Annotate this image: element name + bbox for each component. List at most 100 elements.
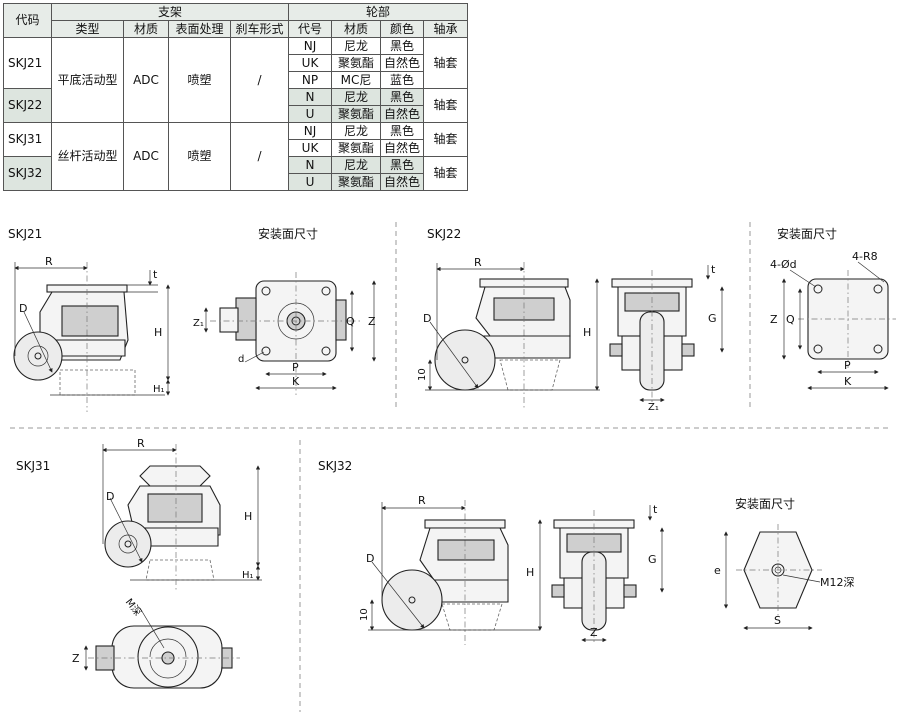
skj21-top-view: Z₁ d Q Z P K [193, 272, 377, 395]
cell-bearing: 轴套 [423, 156, 468, 191]
skj21-d-leader [23, 311, 53, 373]
mount-hole-tr [873, 284, 883, 294]
skj32-label-s: S [774, 614, 781, 627]
skj21-hole-bl [261, 346, 271, 356]
skj21-label-small-d: d [238, 354, 244, 365]
cell-wheel-code: NJ [288, 37, 332, 55]
skj32-front-axle-left [551, 584, 565, 598]
skj31-hex-nut [139, 465, 211, 487]
mount-surface-diagram: 安装面尺寸 4-Ød 4-R8 Z Q P K [770, 226, 896, 391]
mount-label-radius: 4-R8 [852, 250, 878, 263]
mount-hole-tl [813, 284, 823, 294]
skj32-label-e: e [714, 564, 721, 577]
skj32-m12-leader [782, 574, 821, 583]
skj31-m-leader [139, 607, 165, 649]
cell-wheel-material: 聚氨酯 [331, 173, 381, 191]
skj32-title: SKJ32 [318, 459, 352, 473]
cell-wheel-color: 自然色 [380, 173, 424, 191]
skj22-label-z1: Z₁ [648, 402, 659, 413]
cell-wheel-code: U [288, 173, 332, 191]
cell-wheel-code: N [288, 88, 332, 106]
mount-label-p: P [844, 359, 851, 372]
skj32-label-g: G [648, 553, 657, 566]
cell-wheel-color: 黑色 [380, 88, 424, 106]
cell-brake: / [230, 37, 289, 123]
header-bearing: 轴承 [423, 20, 468, 38]
skj32-label-10: 10 [359, 608, 370, 621]
skj32-wheel-axle [408, 596, 416, 604]
skj31-side-view: R D H H₁ [102, 437, 262, 592]
skj31-label-z: Z [72, 652, 80, 665]
cell-surface: 喷塑 [168, 37, 231, 123]
skj32-front-axle-right [623, 584, 637, 598]
cell-material: ADC [123, 122, 169, 191]
cell-code: SKJ32 [3, 156, 52, 191]
cell-type: 丝杆活动型 [51, 122, 124, 191]
skj21-lever-left [235, 297, 257, 341]
skj22-label-g: G [708, 312, 717, 325]
skj22-label-r: R [474, 256, 482, 269]
skj32-diagram: SKJ32 R D 10 [318, 459, 855, 645]
skj21-mount-title: 安装面尺寸 [258, 226, 318, 241]
skj31-label-m: M深 [123, 596, 144, 618]
skj21-label-r: R [45, 255, 53, 268]
header-surface: 表面处理 [168, 20, 231, 38]
cell-wheel-color: 自然色 [380, 139, 424, 157]
skj21-side-right [335, 299, 347, 341]
cell-wheel-color: 黑色 [380, 156, 424, 174]
skj21-diagram: SKJ21 安装面尺寸 R t D [8, 226, 377, 412]
cell-wheel-material: 聚氨酯 [331, 105, 381, 123]
skj32-label-h: H [526, 566, 534, 579]
skj21-label-d: D [19, 302, 27, 315]
skj22-side-view: R D 10 [417, 256, 600, 410]
cell-wheel-material: 尼龙 [331, 122, 381, 140]
skj21-title: SKJ21 [8, 227, 42, 241]
skj31-label-d: D [106, 490, 114, 503]
cell-wheel-color: 自然色 [380, 54, 424, 72]
mount-hole-leader [789, 269, 817, 288]
skj21-wheel-hub [27, 345, 49, 367]
skj21-side-view: R t D H H₁ [13, 255, 171, 412]
cell-wheel-color: 黑色 [380, 122, 424, 140]
skj21-hole-tr [321, 286, 331, 296]
skj31-label-h1: H₁ [242, 570, 254, 581]
table-header-row-2: 类型材质表面处理刹车形式代号材质颜色轴承 [4, 20, 468, 38]
mount-label-hole: 4-Ød [770, 258, 797, 271]
cell-code: SKJ31 [3, 122, 52, 157]
mount-hole-bl [813, 344, 823, 354]
skj22-label-10: 10 [417, 368, 428, 381]
mount-label-k: K [844, 375, 852, 388]
cell-bearing: 轴套 [423, 88, 468, 123]
skj32-body-block [437, 539, 495, 561]
skj32-side-view: R D 10 [359, 494, 540, 645]
skj22-front-axle-right [681, 343, 695, 357]
skj21-label-t: t [153, 268, 158, 281]
skj22-d-leader [429, 321, 479, 389]
cell-bearing: 轴套 [423, 122, 468, 157]
skj22-wheel-axle [461, 356, 469, 364]
skj31-label-r: R [137, 437, 145, 450]
skj32-d-leader [371, 561, 425, 629]
cell-type: 平底活动型 [51, 37, 124, 123]
skj32-mount-title: 安装面尺寸 [735, 496, 795, 511]
skj21-label-h: H [154, 326, 162, 339]
cell-wheel-code: UK [288, 139, 332, 157]
mount-label-z: Z [770, 313, 778, 326]
skj22-title: SKJ22 [427, 227, 461, 241]
skj32-label-m12: M12深 [820, 576, 855, 589]
mount-radius-leader [857, 261, 885, 283]
skj31-top-slot-left [149, 638, 187, 658]
skj21-base-hidden [59, 369, 136, 396]
mount-title: 安装面尺寸 [777, 226, 837, 241]
skj21-label-z1: Z₁ [193, 318, 204, 329]
mount-label-q: Q [786, 313, 795, 326]
skj32-label-z: Z [590, 626, 598, 639]
skj22-base-hidden [499, 359, 561, 391]
skj32-label-r: R [418, 494, 426, 507]
skj21-wheel-axle [34, 352, 42, 360]
skj32-label-t: t [653, 503, 658, 516]
skj31-top-view: M深 Z [72, 596, 240, 689]
